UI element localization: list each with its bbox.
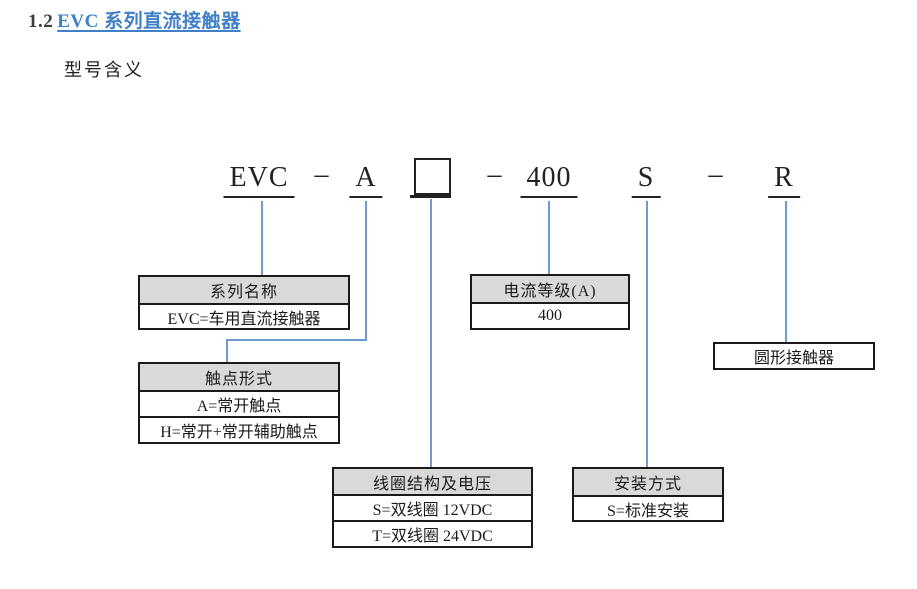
legend-box-series-header: 系列名称 xyxy=(140,277,348,303)
section-number: 1.2 xyxy=(28,11,54,32)
connector-line-contact-elbow xyxy=(226,339,367,341)
legend-box-current-header: 电流等级(A) xyxy=(472,276,628,302)
connector-line-round xyxy=(785,201,787,342)
section-title: EVC 系列直流接触器 xyxy=(57,11,241,32)
legend-box-current-row: 400 xyxy=(472,302,628,328)
legend-box-round-row: 圆形接触器 xyxy=(715,344,873,368)
legend-box-round-contactor: 圆形接触器 xyxy=(713,342,875,370)
blank-box-underline xyxy=(410,195,451,198)
legend-box-coil-header: 线圈结构及电压 xyxy=(334,469,531,494)
code-segment-shape: R xyxy=(768,161,800,198)
legend-box-coil-row: S=双线圈 12VDC xyxy=(334,494,531,520)
connector-line-current xyxy=(548,201,550,274)
connector-line-series xyxy=(261,201,263,275)
legend-box-series-row: EVC=车用直流接触器 xyxy=(140,303,348,328)
legend-box-contact-row: A=常开触点 xyxy=(140,390,338,416)
code-separator-dash: – xyxy=(487,159,503,190)
legend-box-contact-row: H=常开+常开辅助触点 xyxy=(140,416,338,442)
legend-box-contact-header: 触点形式 xyxy=(140,364,338,390)
code-segment-series: EVC xyxy=(223,161,295,198)
connector-line-contact-down xyxy=(226,339,228,362)
code-segment-contact: A xyxy=(349,161,383,198)
legend-box-coil-voltage: 线圈结构及电压 S=双线圈 12VDC T=双线圈 24VDC xyxy=(332,467,533,548)
legend-box-series: 系列名称 EVC=车用直流接触器 xyxy=(138,275,350,330)
subtitle-model-meaning: 型号含义 xyxy=(64,60,144,80)
code-segment-mount: S xyxy=(631,161,661,198)
legend-box-coil-row: T=双线圈 24VDC xyxy=(334,520,531,546)
connector-line-mount xyxy=(646,201,648,467)
blank-box-placeholder xyxy=(414,158,451,195)
code-segment-current: 400 xyxy=(520,161,578,198)
connector-line-contact-drop xyxy=(365,201,367,341)
code-separator-dash: – xyxy=(708,159,724,190)
legend-box-contact-form: 触点形式 A=常开触点 H=常开+常开辅助触点 xyxy=(138,362,340,444)
legend-box-mounting-header: 安装方式 xyxy=(574,469,722,495)
connector-line-coil xyxy=(430,199,432,467)
legend-box-mounting: 安装方式 S=标准安装 xyxy=(572,467,724,522)
legend-box-current-rating: 电流等级(A) 400 xyxy=(470,274,630,330)
legend-box-mounting-row: S=标准安装 xyxy=(574,495,722,520)
code-separator-dash: – xyxy=(314,159,330,190)
